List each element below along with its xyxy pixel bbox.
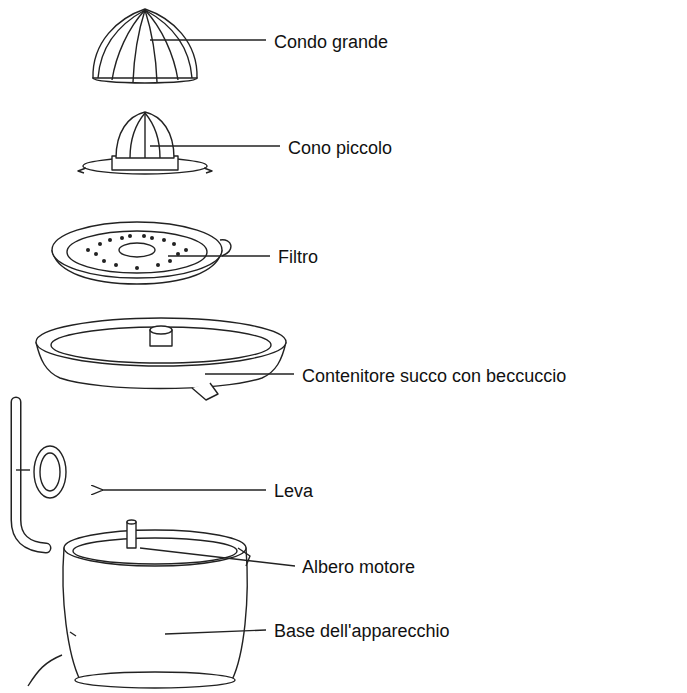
part-label: Cono piccolo xyxy=(288,137,392,159)
lever xyxy=(16,402,66,548)
part-label: Contenitore succo con beccuccio xyxy=(302,365,566,387)
large-cone xyxy=(93,9,197,83)
filter xyxy=(52,222,231,284)
leader-lines xyxy=(102,40,295,634)
part-label: Base dell'apparecchio xyxy=(274,620,450,642)
part-label: Condo grande xyxy=(274,31,388,53)
juice-container xyxy=(36,318,286,400)
part-label: Filtro xyxy=(278,246,318,268)
part-label: Leva xyxy=(274,480,313,502)
appliance-base xyxy=(28,520,250,688)
small-cone xyxy=(78,112,212,174)
part-label: Albero motore xyxy=(302,556,415,578)
